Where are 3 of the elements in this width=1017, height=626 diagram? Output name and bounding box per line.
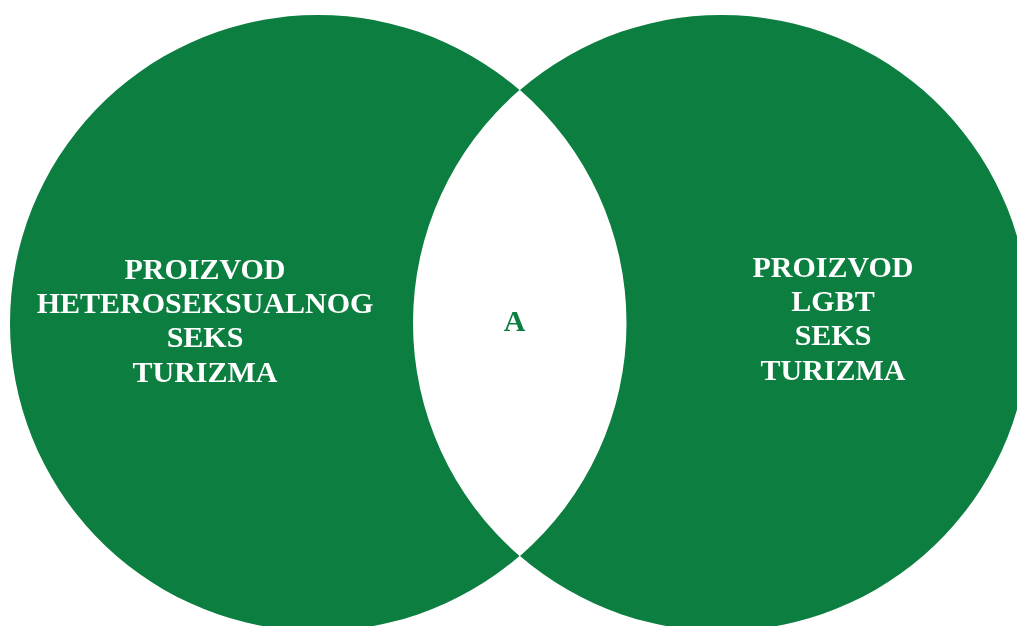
overlap-label: A	[503, 304, 526, 338]
circle-label: PROIZVOD HETEROSEKSUALNOG SEKS TURIZMA	[36, 251, 374, 389]
circle-label: PROIZVOD LGBT SEKS TURIZMA	[752, 249, 914, 387]
